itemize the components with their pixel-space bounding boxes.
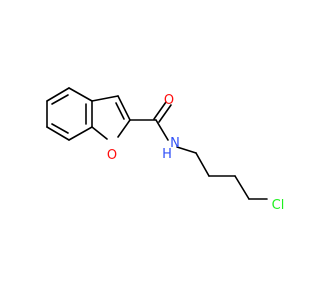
- bond-c1-c2-chain: [195, 152, 210, 177]
- atom-label-n: N: [170, 136, 180, 151]
- furan-ring: [91, 95, 131, 140]
- benzene-ring: [46, 87, 93, 141]
- bond-c3a-c3: [91, 95, 119, 102]
- amide-chain: [129, 101, 268, 200]
- atom-labels: O O N H Cl: [107, 93, 284, 213]
- bond-inner-c3-c2: [115, 102, 125, 120]
- bond-inner-c5-c6: [51, 123, 69, 134]
- bond-c5-c6: [46, 126, 70, 141]
- bond-carbonyl-carbon-n: [155, 119, 169, 141]
- atom-label-o-carbonyl: O: [164, 93, 174, 108]
- atom-label-cl: Cl: [272, 198, 285, 213]
- bond-c2-o1: [117, 119, 131, 138]
- bond-c3-c4-chain: [234, 175, 250, 200]
- bond-carbonyl-double-b: [158, 104, 172, 123]
- bond-c3-c2: [117, 95, 131, 121]
- bond-carbonyl-double-a: [153, 101, 167, 120]
- atom-label-h: H: [162, 147, 172, 162]
- bond-c1-c2: [46, 87, 70, 102]
- bond-c2-c3: [68, 87, 93, 102]
- bond-o1-c7a: [91, 126, 108, 140]
- molecule-structure-canvas: O O N H Cl: [46, 87, 284, 213]
- bond-c4-c5: [68, 126, 93, 141]
- atom-label-o-ring: O: [107, 148, 117, 163]
- bond-inner-c1-c2: [51, 94, 69, 105]
- bond-n-c1: [176, 146, 197, 154]
